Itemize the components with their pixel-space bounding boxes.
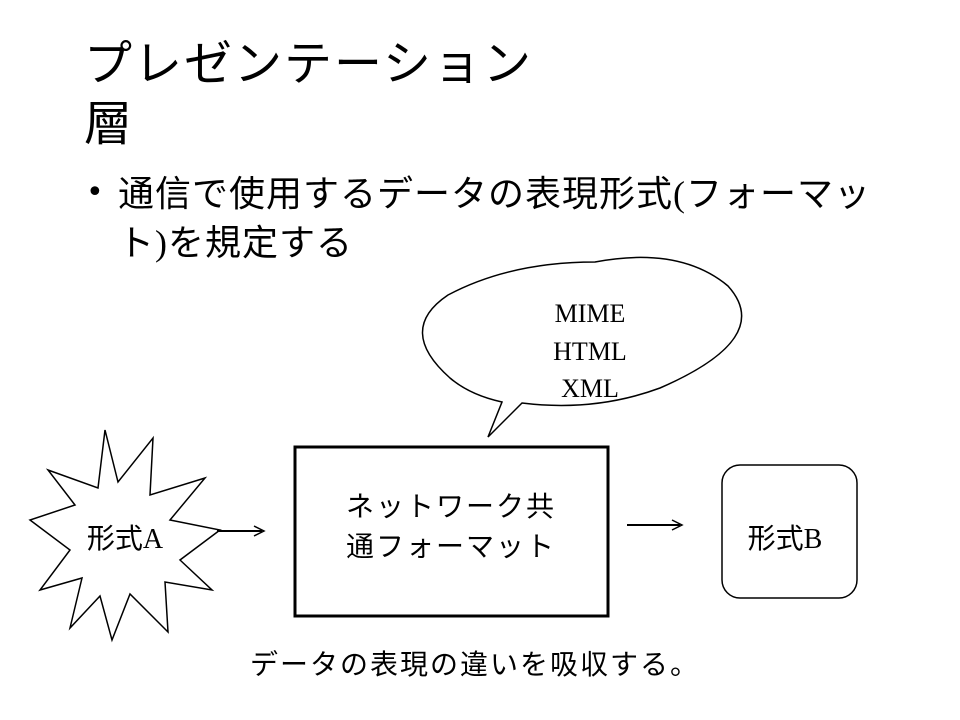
bullet-close-paren: ) [155,223,169,263]
format-b-label: 形式B [748,522,823,555]
callout-bubble [421,256,743,438]
bullet-icon: • [86,175,104,210]
format-a-prefix: 形式 [87,522,143,555]
network-format-box [293,445,610,618]
format-a-burst-shape [28,429,222,643]
format-a-label: 形式A [87,522,164,555]
format-b-box [721,464,858,599]
bullet-text-part1: 通信で使用するデータの表現形式 [118,174,674,215]
network-format-line1: ネットワーク共 [346,490,556,523]
slide-title-line2: 層 [84,96,135,152]
diagram-caption: データの表現の違いを吸収する。 [250,648,700,681]
network-format-line2: 通フォーマット [346,530,556,563]
bullet-item: • 通信で使用するデータの表現形式(フォーマット)を規定する [86,170,898,268]
callout-item-mime: MIME [555,299,626,328]
bullet-text-part2: フォーマット [118,174,872,264]
format-b-prefix: 形式 [748,522,804,555]
arrow-a-to-network-format [217,525,266,537]
slide-title: プレゼンテーション 層 [84,34,533,154]
arrow-network-format-to-b [627,519,684,531]
slide-title-line1: プレゼンテーション [84,36,534,92]
callout-item-html: HTML [553,337,627,366]
callout-item-xml: XML [561,374,619,403]
format-b-letter: B [804,524,823,555]
bullet-text-part3: を規定する [168,223,354,264]
bullet-text: 通信で使用するデータの表現形式(フォーマット)を規定する [118,170,898,268]
bullet-open-paren: ( [673,174,687,214]
format-a-letter: A [143,524,164,555]
